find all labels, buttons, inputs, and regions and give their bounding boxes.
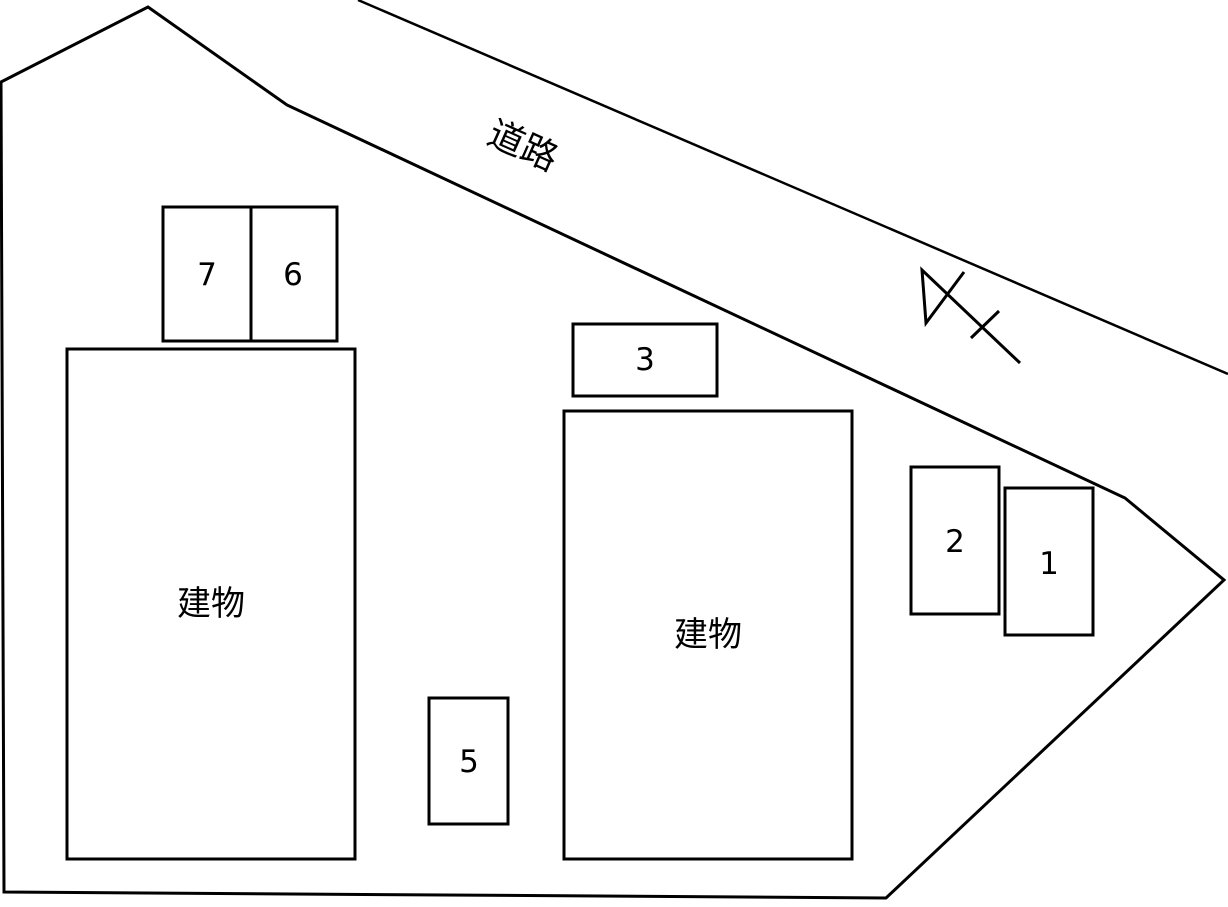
- building-left: [65, 347, 357, 861]
- parking-space-1-label: 1: [1039, 546, 1059, 582]
- parking-space-5: [427, 696, 510, 826]
- building-center: [562, 409, 854, 861]
- parking-space-3-label: 3: [635, 342, 655, 378]
- lot-boundary: [0, 5, 1227, 900]
- parking-space-3: [571, 322, 719, 398]
- parking-space-7-label: 7: [197, 257, 217, 293]
- north-arrow-icon: [920, 266, 1022, 365]
- parking-space-5-label: 5: [459, 744, 479, 780]
- parking-space-2: [909, 465, 1001, 616]
- parking-space-1: [1003, 486, 1095, 637]
- building-left-label: 建物: [177, 584, 245, 624]
- parking-space-6-label: 6: [283, 257, 303, 293]
- road-label: 道路: [481, 113, 563, 180]
- road-edge-line: [357, 0, 1228, 376]
- building-center-label: 建物: [674, 615, 742, 655]
- parking-space-6: [249, 205, 339, 343]
- parking-space-2-label: 2: [945, 524, 965, 560]
